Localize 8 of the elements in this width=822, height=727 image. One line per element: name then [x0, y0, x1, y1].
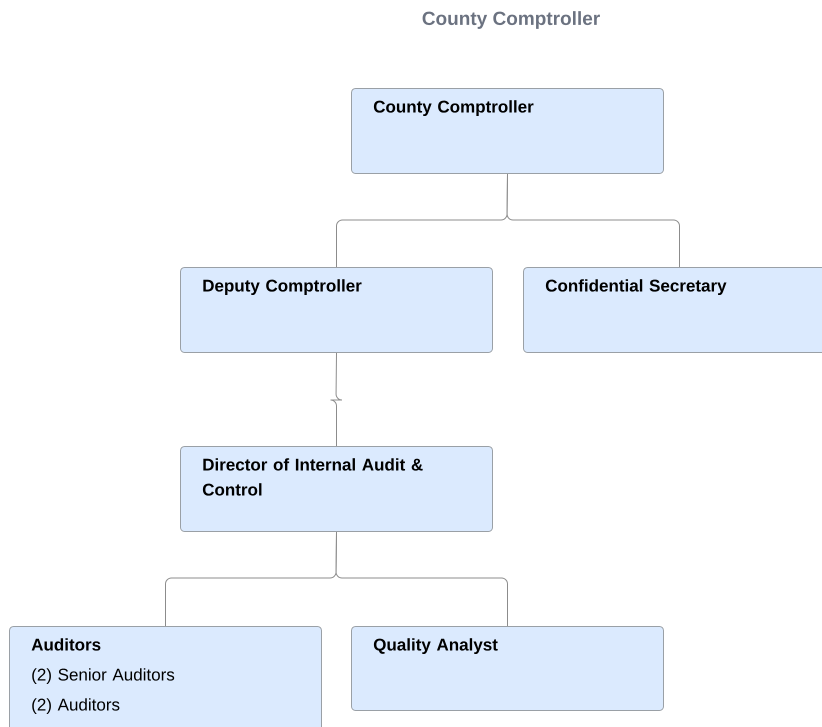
org-box: Deputy Comptroller [180, 266, 493, 353]
connector-line [330, 352, 342, 446]
org-box: Quality Analyst [351, 626, 664, 711]
org-box: County Comptroller [351, 88, 664, 174]
org-box: Confidential Secretary [523, 266, 822, 353]
title: County Comptroller [422, 11, 600, 29]
org-box: Auditors (2) Senior Auditors (2) Auditors [9, 626, 322, 727]
org-box: Director of Internal Audit & Control [180, 446, 493, 532]
